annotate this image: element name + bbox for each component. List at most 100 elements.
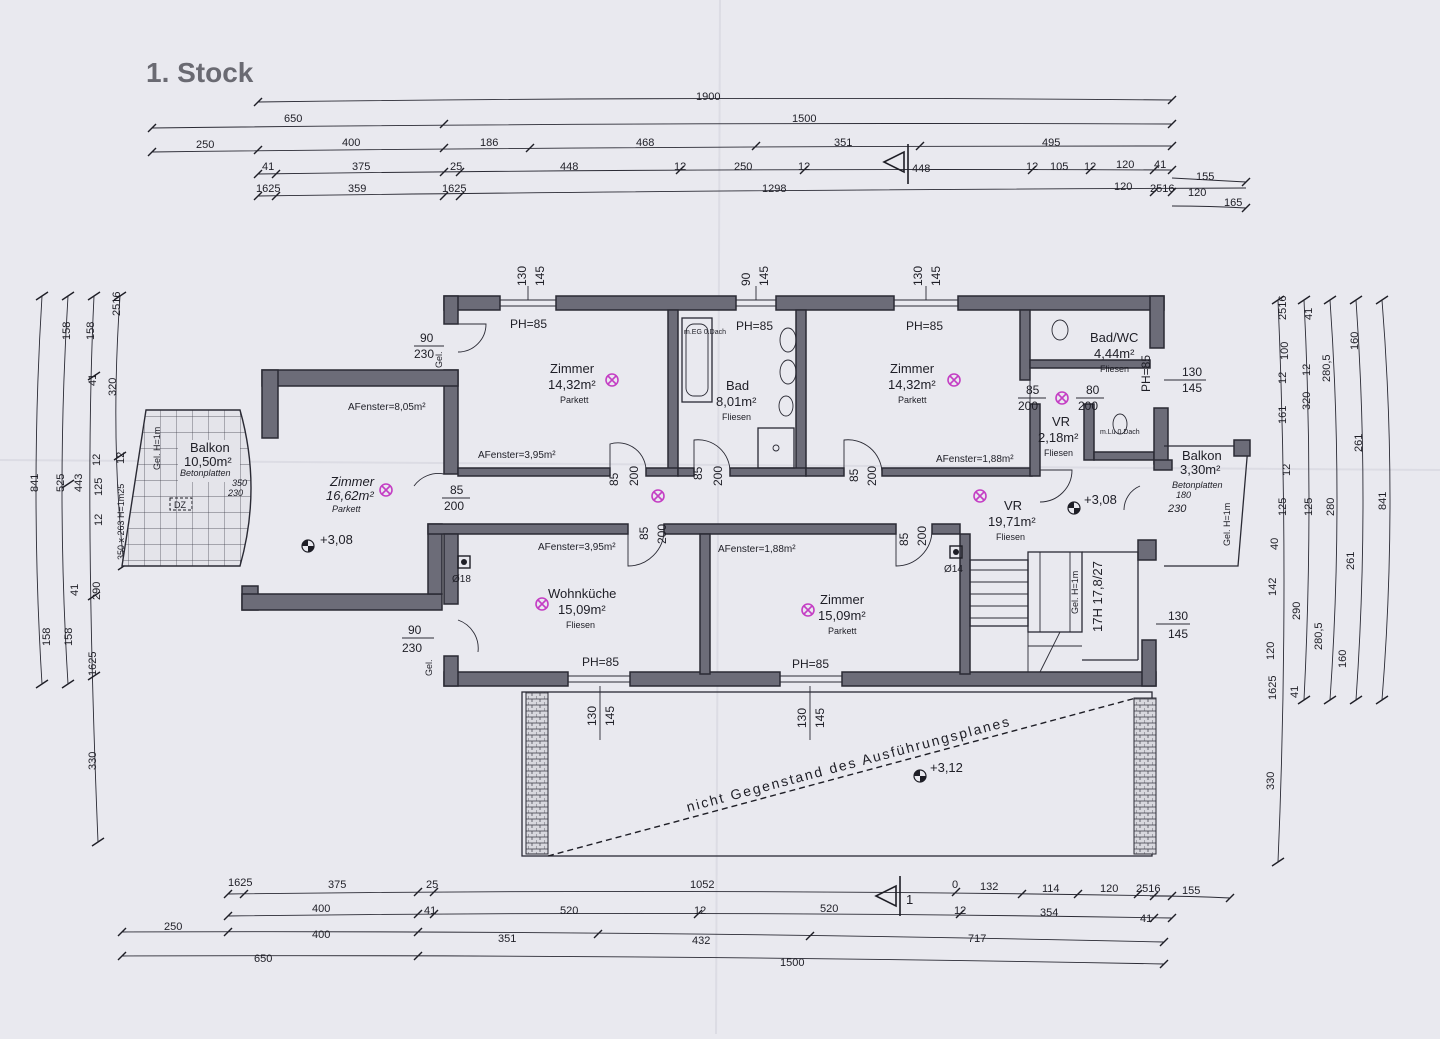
svg-text:375: 375: [352, 161, 370, 173]
level-markers: +3,08 +3,08: [301, 492, 1117, 553]
light-icon: [535, 597, 549, 611]
svg-text:330: 330: [1265, 772, 1277, 790]
svg-text:2,18m²: 2,18m²: [1038, 430, 1079, 445]
room-labels: Zimmer 14,32m² Parkett Bad 8,01m² Fliese…: [326, 330, 1138, 636]
svg-text:PH=85: PH=85: [1139, 355, 1153, 392]
svg-text:41: 41: [87, 374, 99, 386]
note-text: nicht Gegenstand des Ausführungsplanes: [685, 713, 1013, 815]
svg-text:165: 165: [1224, 197, 1242, 209]
svg-text:320: 320: [1301, 392, 1313, 410]
room-bad-wc: Bad/WC 4,44m² Fliesen: [1090, 330, 1138, 374]
svg-text:1625: 1625: [256, 183, 280, 195]
svg-text:DZ: DZ: [174, 500, 186, 510]
svg-text:230: 230: [414, 347, 434, 361]
svg-text:432: 432: [692, 935, 710, 947]
svg-text:200: 200: [865, 466, 879, 486]
svg-text:200: 200: [1078, 399, 1098, 413]
svg-text:Parkett: Parkett: [332, 504, 361, 514]
light-icon: [801, 603, 815, 617]
svg-text:AFenster=1,88m²: AFenster=1,88m²: [718, 544, 796, 555]
svg-text:130: 130: [585, 706, 599, 726]
svg-text:Gel.: Gel.: [424, 659, 434, 676]
svg-text:120: 120: [1188, 187, 1206, 199]
svg-text:448: 448: [560, 161, 578, 173]
svg-text:320: 320: [107, 378, 119, 396]
svg-text:12: 12: [1281, 464, 1293, 476]
svg-text:Zimmer: Zimmer: [820, 592, 865, 607]
balcony-right: Balkon 3,30m² Betonplatten 180 230 Gel. …: [1153, 439, 1251, 567]
svg-text:1625: 1625: [228, 877, 252, 889]
svg-text:130: 130: [1182, 365, 1202, 379]
svg-text:250: 250: [734, 161, 752, 173]
light-icon: [973, 489, 987, 503]
svg-text:Fliesen: Fliesen: [566, 620, 595, 630]
svg-text:PH=85: PH=85: [906, 319, 943, 333]
svg-text:495: 495: [1042, 137, 1060, 149]
svg-text:841: 841: [29, 474, 41, 492]
svg-text:25: 25: [426, 879, 438, 891]
svg-text:12: 12: [115, 452, 127, 464]
svg-text:120: 120: [1265, 642, 1277, 660]
svg-text:90: 90: [739, 272, 753, 286]
svg-text:354: 354: [1040, 907, 1058, 919]
svg-text:145: 145: [813, 708, 827, 728]
svg-text:200: 200: [627, 466, 641, 486]
svg-text:12: 12: [954, 905, 966, 917]
svg-text:330: 330: [87, 752, 99, 770]
room-bad: Bad 8,01m² Fliesen: [716, 378, 757, 422]
svg-text:160: 160: [1337, 650, 1349, 668]
svg-text:130: 130: [515, 266, 529, 286]
svg-text:200: 200: [1018, 399, 1038, 413]
room-vr-main: VR 19,71m² Fliesen: [988, 498, 1036, 542]
svg-text:VR: VR: [1004, 498, 1022, 513]
svg-text:15,09m²: 15,09m²: [558, 602, 606, 617]
svg-text:351: 351: [498, 933, 516, 945]
right-dimension-chains: 841 160 261 280 261 160 2516 41 12 100 1…: [1265, 295, 1391, 867]
bottom-dimension-chains: 1625 375 25 1052 0 132 114 120 2516 155 …: [117, 876, 1235, 969]
svg-text:400: 400: [312, 929, 330, 941]
svg-text:200: 200: [655, 524, 669, 544]
lower-terrace: nicht Gegenstand des Ausführungsplanes +…: [521, 691, 1157, 857]
svg-text:400: 400: [342, 137, 360, 149]
room-wohnkueche: Wohnküche 15,09m² Fliesen: [548, 586, 616, 630]
svg-text:375: 375: [328, 879, 346, 891]
svg-text:230: 230: [402, 641, 422, 655]
svg-text:AFenster=3,95m²: AFenster=3,95m²: [538, 542, 616, 553]
svg-text:AFenster=3,95m²: AFenster=3,95m²: [478, 450, 556, 461]
balcony-left: Balkon 10,50m² Betonplatten Gel. H=1m 35…: [121, 409, 252, 567]
svg-text:Betonplatten: Betonplatten: [180, 468, 231, 478]
svg-text:2516: 2516: [1136, 883, 1160, 895]
svg-text:161: 161: [1277, 406, 1289, 424]
svg-text:+3,08: +3,08: [1084, 492, 1117, 507]
svg-text:AFenster=8,05m²: AFenster=8,05m²: [348, 402, 426, 413]
light-icon: [947, 373, 961, 387]
svg-text:650: 650: [284, 113, 302, 125]
svg-text:Fliesen: Fliesen: [1044, 448, 1073, 458]
room-zimmer-1: Zimmer 14,32m² Parkett: [548, 361, 596, 405]
svg-text:85: 85: [847, 468, 861, 482]
svg-text:12: 12: [798, 161, 810, 173]
room-zimmer-left: Zimmer 16,62m² Parkett: [326, 474, 375, 514]
svg-text:1500: 1500: [780, 957, 804, 969]
svg-text:+3,12: +3,12: [930, 760, 963, 775]
svg-text:12: 12: [694, 905, 706, 917]
svg-text:132: 132: [980, 881, 998, 893]
svg-text:PH=85: PH=85: [582, 655, 619, 669]
window-areas: AFenster=8,05m² AFenster=3,95m² AFenster…: [348, 402, 1014, 555]
svg-text:1: 1: [906, 892, 913, 907]
staircase: Gel. H=1m 17H 17,8/27: [969, 551, 1139, 673]
svg-text:12: 12: [1026, 161, 1038, 173]
light-markers: [379, 373, 1069, 617]
svg-text:155: 155: [1196, 171, 1214, 183]
svg-text:Gel. H=1m: Gel. H=1m: [152, 427, 162, 470]
svg-text:468: 468: [636, 137, 654, 149]
svg-text:1500: 1500: [792, 113, 816, 125]
svg-text:Betonplatten: Betonplatten: [1172, 480, 1223, 490]
level-marker: +3,12: [913, 760, 963, 783]
svg-text:m.EG 0.Dach: m.EG 0.Dach: [684, 329, 726, 336]
svg-text:1052: 1052: [690, 879, 714, 891]
svg-text:14,32m²: 14,32m²: [888, 377, 936, 392]
svg-text:400: 400: [312, 903, 330, 915]
light-icon: [605, 373, 619, 387]
svg-text:Wohnküche: Wohnküche: [548, 586, 616, 601]
